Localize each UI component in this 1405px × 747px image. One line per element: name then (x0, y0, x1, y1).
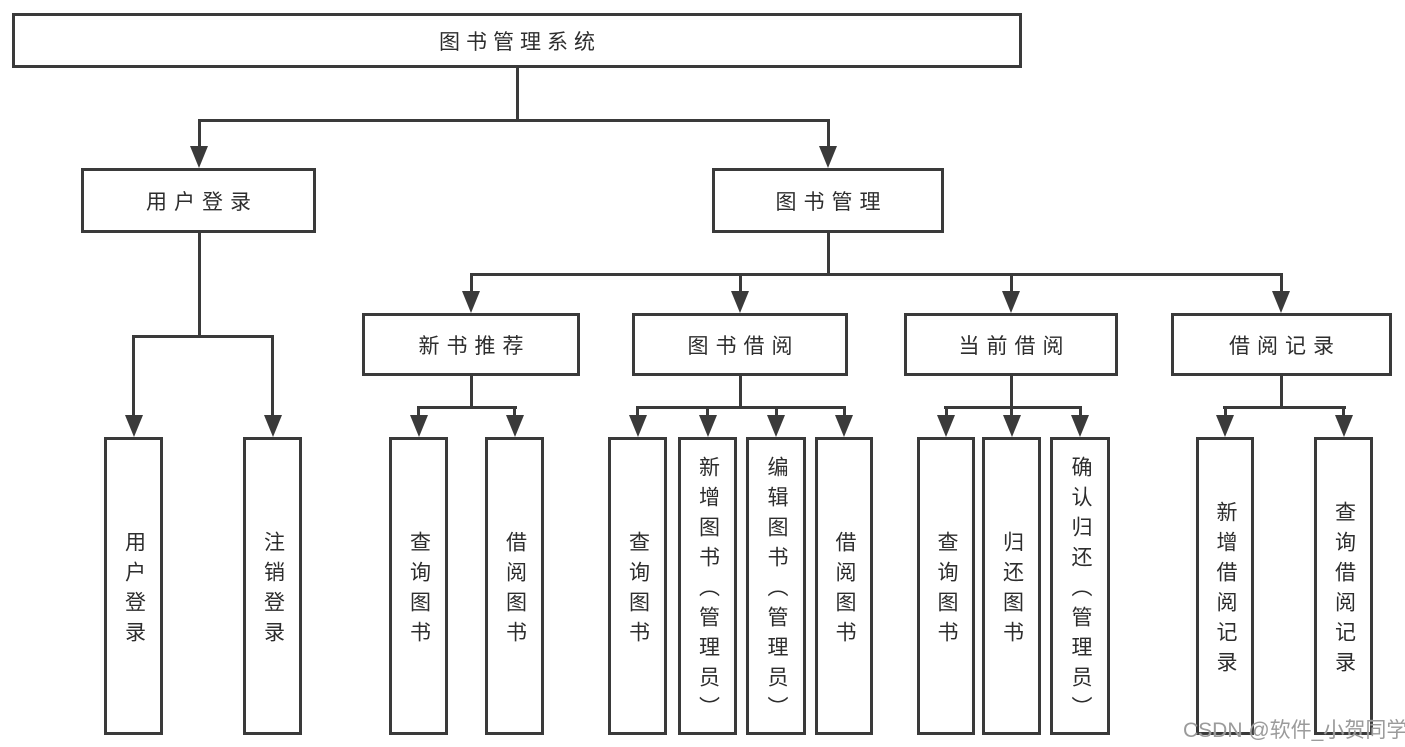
leaf-query-books-2: 查询图书 (608, 437, 667, 735)
connector-arrow (1071, 406, 1089, 437)
node-label: 用户登录 (122, 530, 146, 651)
node-borrowing-records: 借阅记录 (1171, 313, 1392, 376)
connector-arrow (628, 406, 647, 437)
connector-arrow (1334, 406, 1353, 437)
node-book-borrowing: 图书借阅 (632, 313, 848, 376)
connector-arrow (1002, 406, 1021, 437)
node-label: 编辑图书（管理员） (765, 455, 789, 726)
node-library-management-system: 图书管理系统 (12, 13, 1022, 68)
connector-line (417, 406, 517, 409)
leaf-return-books: 归还图书 (982, 437, 1041, 735)
node-label: 新增图书（管理员） (696, 455, 720, 726)
node-label: 借阅图书 (833, 530, 857, 651)
connector-arrow (409, 406, 428, 437)
connector-arrow (462, 273, 480, 313)
connector-line (1009, 376, 1013, 409)
leaf-query-books-3: 查询图书 (917, 437, 975, 735)
connector-line (1279, 376, 1283, 409)
node-label: 借阅图书 (503, 530, 527, 651)
connector-arrow (263, 335, 282, 437)
connector-line (1223, 406, 1346, 409)
connector-arrow (1002, 273, 1020, 313)
connector-arrow (937, 406, 955, 437)
leaf-query-books: 查询图书 (389, 437, 448, 735)
connector-arrow (767, 406, 785, 437)
node-label: 当前借阅 (958, 334, 1071, 358)
node-user-login: 用户登录 (81, 168, 316, 233)
node-new-book-recommendation: 新书推荐 (362, 313, 580, 376)
connector-arrow (819, 119, 837, 168)
connector-line (197, 233, 201, 338)
connector-line (197, 119, 830, 122)
node-label: 注销登录 (261, 530, 285, 651)
connector-arrow (731, 273, 749, 313)
leaf-borrow-books: 借阅图书 (485, 437, 544, 735)
node-label: 查询图书 (407, 530, 431, 651)
node-label: 新增借阅记录 (1214, 500, 1238, 681)
connector-arrow (1216, 406, 1234, 437)
node-label: 借阅记录 (1229, 334, 1341, 358)
leaf-logout: 注销登录 (243, 437, 302, 735)
leaf-confirm-return-admin: 确认归还（管理员） (1050, 437, 1110, 735)
leaf-borrow-books-2: 借阅图书 (815, 437, 873, 735)
node-current-borrowing: 当前借阅 (904, 313, 1118, 376)
connector-arrow (835, 406, 853, 437)
node-label: 归还图书 (1000, 530, 1024, 651)
watermark-csdn: CSDN @软件_小贺同学 (1183, 719, 1405, 742)
connector-line (826, 233, 830, 276)
connector-line (738, 376, 742, 409)
connector-arrow (505, 406, 524, 437)
leaf-edit-book-admin: 编辑图书（管理员） (746, 437, 806, 735)
node-label: 查询借阅记录 (1332, 500, 1356, 681)
node-label: 确认归还（管理员） (1069, 455, 1093, 726)
connector-line (469, 376, 473, 409)
connector-line (469, 273, 1283, 276)
node-label: 查询图书 (626, 530, 650, 651)
node-label: 新书推荐 (418, 334, 531, 358)
node-label: 图书借阅 (687, 334, 800, 358)
leaf-user-login: 用户登录 (104, 437, 163, 735)
connector-arrow (698, 406, 717, 437)
leaf-add-book-admin: 新增图书（管理员） (678, 437, 737, 735)
connector-line (515, 68, 519, 122)
node-label: 查询图书 (935, 530, 959, 651)
connector-arrow (190, 119, 208, 168)
node-label: 图书管理 (775, 190, 888, 214)
node-book-management: 图书管理 (712, 168, 944, 233)
connector-line (132, 335, 274, 338)
connector-line (636, 406, 846, 409)
node-label: 用户登录 (146, 190, 258, 214)
connector-arrow (1272, 273, 1290, 313)
connector-line (944, 406, 1082, 409)
node-label: 图书管理系统 (439, 30, 601, 54)
leaf-add-borrow-record: 新增借阅记录 (1196, 437, 1254, 735)
connector-arrow (124, 335, 143, 437)
leaf-query-borrow-record: 查询借阅记录 (1314, 437, 1373, 735)
